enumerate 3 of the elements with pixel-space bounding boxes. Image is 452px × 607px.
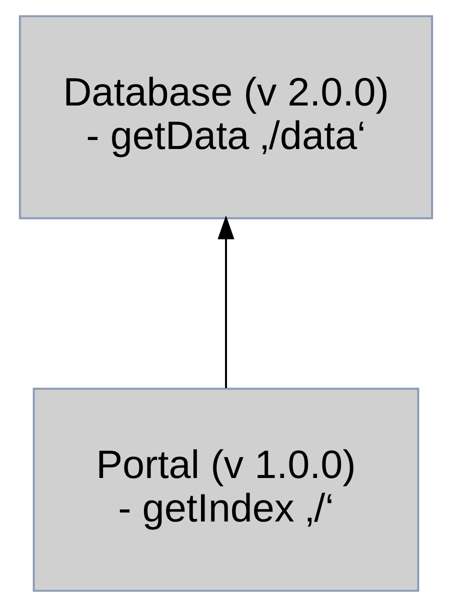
node-box: Portal (v 1.0.0) - getIndex ‚/‘ bbox=[32, 388, 420, 592]
arrow bbox=[218, 215, 234, 388]
node-box: Database (v 2.0.0) - getData ‚/data‘ bbox=[18, 15, 434, 220]
